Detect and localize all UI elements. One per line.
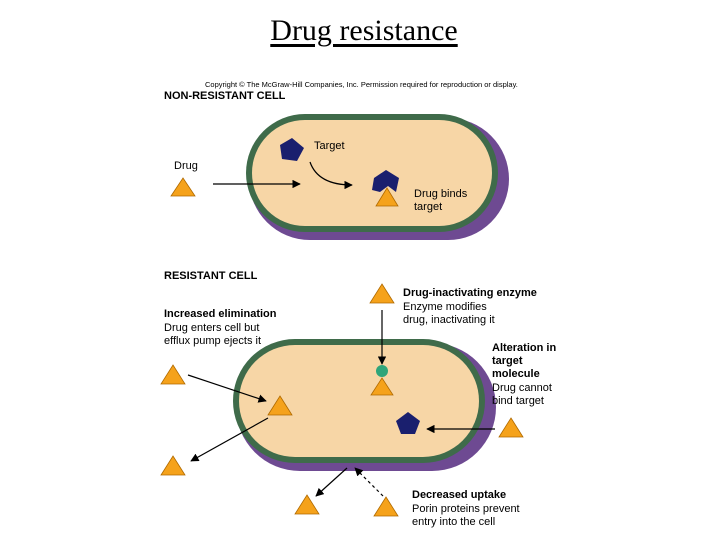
altered-target-icon — [396, 412, 420, 434]
non-resistant-heading: NON-RESISTANT CELL — [164, 90, 286, 102]
elimination-line2: efflux pump ejects it — [164, 335, 261, 347]
elimination-line1: Drug enters cell but — [164, 322, 259, 334]
target-label: Target — [314, 140, 345, 152]
bound-target-icon — [372, 170, 399, 192]
slide-title: Drug resistance — [0, 14, 728, 48]
drug-entry-arrow — [187, 374, 267, 403]
slide-title-text: Drug resistance — [270, 14, 458, 47]
cell-cytoplasm — [252, 120, 492, 226]
drug-triangle-icon — [369, 283, 395, 304]
drug-triangle-icon — [170, 177, 196, 197]
alteration-line1: Drug cannot — [492, 382, 552, 394]
curved-arrow — [309, 161, 353, 190]
drug-label: Drug — [174, 160, 198, 172]
blocked-uptake-dashed-arrow — [354, 467, 384, 497]
uptake-line1: Porin proteins prevent — [412, 503, 520, 515]
enzyme-title: Drug-inactivating enzyme — [403, 287, 537, 299]
porin-rejection-arrow — [315, 467, 348, 497]
efflux-arrow — [190, 417, 269, 462]
inactivated-drug-triangle-icon — [370, 377, 394, 396]
drug-triangle-icon — [373, 496, 399, 517]
target-molecule-icon — [280, 138, 304, 161]
alteration-line2: bind target — [492, 395, 544, 407]
resistant-heading: RESISTANT CELL — [164, 270, 258, 282]
drug-binds-label-line2: target — [414, 201, 442, 213]
uptake-title: Decreased uptake — [412, 489, 506, 501]
alteration-title-line1: Alteration in — [492, 342, 556, 354]
alteration-title-line3: molecule — [492, 368, 540, 380]
enzyme-line1: Enzyme modifies — [403, 301, 487, 313]
drug-triangle-icon — [294, 494, 320, 515]
enzyme-dot-icon — [376, 365, 388, 377]
cell-cytoplasm — [239, 345, 479, 457]
bound-drug-triangle-icon — [375, 187, 399, 207]
drug-triangle-icon — [160, 364, 186, 385]
drug-triangle-icon — [498, 417, 524, 438]
ejected-drug-triangle-icon — [160, 455, 186, 476]
elimination-title: Increased elimination — [164, 308, 277, 320]
enzyme-line2: drug, inactivating it — [403, 314, 495, 326]
alteration-title-line2: target — [492, 355, 523, 367]
copyright-notice: Copyright © The McGraw-Hill Companies, I… — [205, 80, 518, 89]
internal-drug-triangle-icon — [267, 395, 293, 416]
resistant-cell — [233, 339, 496, 471]
uptake-line2: entry into the cell — [412, 516, 495, 528]
drug-binds-label-line1: Drug binds — [414, 188, 468, 200]
